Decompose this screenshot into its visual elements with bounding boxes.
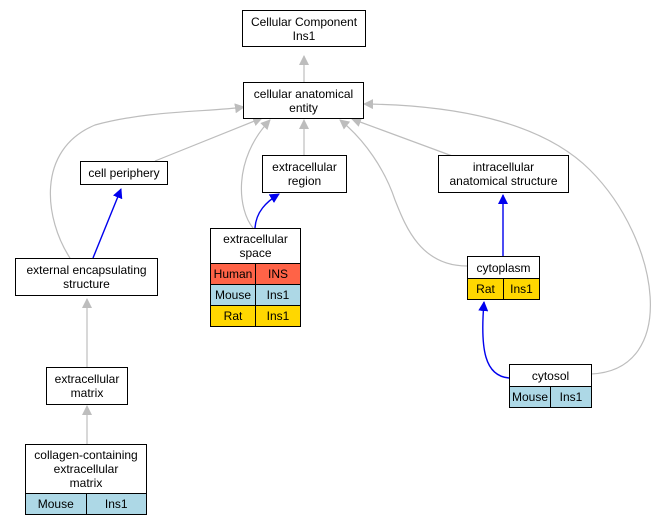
node-collagen-containing-extracellular-matrix: collagen-containing extracellular matrix…	[25, 444, 147, 515]
node-cellular-anatomical-entity: cellular anatomical entity	[243, 82, 364, 119]
gene-cell: Ins1	[85, 494, 147, 514]
ortholog-row-rat: Rat Ins1	[468, 278, 539, 299]
node-label: intracellular anatomical structure	[449, 160, 558, 188]
node-label: cytosol	[531, 368, 570, 383]
node-label: extracellular matrix	[54, 372, 120, 400]
edge-cyto-cae	[339, 119, 468, 267]
node-label: extracellular region	[272, 160, 337, 188]
species-cell: Mouse	[511, 390, 549, 404]
species-cell: Rat	[476, 282, 495, 296]
ortholog-row-mouse: Mouse Ins1	[211, 284, 300, 305]
node-intracellular-anatomical-structure: intracellular anatomical structure	[438, 155, 569, 193]
species-cell: Rat	[223, 309, 243, 323]
edge-ias-cae	[351, 117, 456, 158]
node-cytosol: cytosol Mouse Ins1	[509, 364, 592, 408]
node-cellular-component: Cellular Component Ins1	[242, 10, 366, 47]
species-cell: Mouse	[214, 288, 252, 302]
node-label: Cellular Component Ins1	[250, 14, 358, 43]
gene-cell: Ins1	[255, 285, 300, 305]
node-label: extracellular space	[223, 232, 288, 260]
node-label: cellular anatomical entity	[253, 86, 354, 115]
edge-ees-cae	[49, 103, 245, 259]
ortholog-row-rat: Rat Ins1	[211, 305, 300, 326]
edge-es-er	[254, 193, 280, 229]
gene-cell: Ins1	[255, 306, 300, 326]
edge-cytosol-cyto	[478, 301, 510, 379]
gene-cell: Ins1	[503, 279, 539, 299]
edge-cytosol-cae	[363, 99, 651, 375]
node-extracellular-space: extracellular space Human INS Mouse Ins1…	[210, 228, 301, 327]
edge-cp-cae	[154, 116, 263, 162]
ortholog-row-mouse: Mouse Ins1	[510, 386, 591, 407]
node-label: cytoplasm	[476, 260, 531, 275]
edge-ees-cp	[92, 188, 123, 259]
node-cell-periphery: cell periphery	[80, 161, 168, 185]
ortholog-row-mouse: Mouse Ins1	[26, 493, 146, 514]
node-label: cell periphery	[88, 166, 160, 180]
node-label: collagen-containing extracellular matrix	[34, 448, 138, 490]
species-cell: Mouse	[37, 497, 74, 511]
gene-cell: Ins1	[550, 387, 591, 407]
node-extracellular-region: extracellular region	[262, 155, 347, 193]
node-external-encapsulating-structure: external encapsulating structure	[15, 258, 158, 296]
node-extracellular-matrix: extracellular matrix	[46, 367, 128, 405]
gene-cell: INS	[255, 264, 300, 284]
edge-es-cae	[240, 119, 271, 229]
node-cytoplasm: cytoplasm Rat Ins1	[467, 256, 540, 300]
ortholog-row-human: Human INS	[211, 263, 300, 284]
node-label: external encapsulating structure	[26, 263, 147, 291]
species-cell: Human	[213, 267, 253, 281]
